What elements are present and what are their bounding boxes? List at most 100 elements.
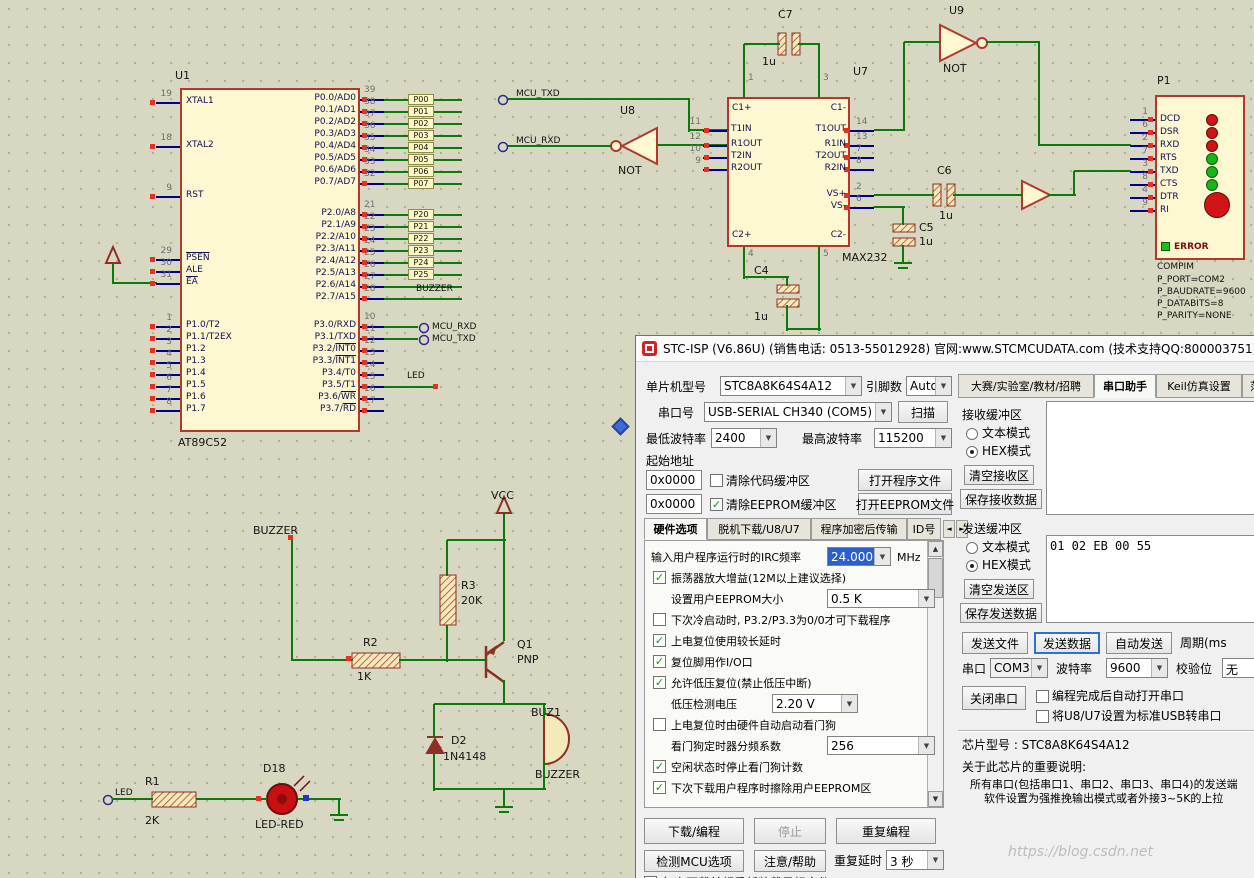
wire[interactable] [384,298,462,300]
code-address-input[interactable]: 0x0000 [646,470,702,490]
option-combo[interactable]: 2.20 V▼ [772,694,858,713]
wire[interactable] [446,625,448,662]
open-program-file-button[interactable]: 打开程序文件 [858,469,952,491]
chevron-down-icon[interactable]: ▼ [760,429,776,447]
option-combo[interactable]: 0.5 K▼ [827,589,935,608]
auto-open-port-checkbox[interactable] [1036,690,1049,703]
net-label[interactable]: MCU_RXD [432,322,477,332]
net-label[interactable]: P07 [408,178,434,189]
option-checkbox[interactable]: ✓ [653,760,666,773]
parity-combo[interactable]: 无▼ [1222,658,1254,678]
auto-send-button[interactable]: 自动发送 [1106,632,1172,654]
help-button[interactable]: 注意/帮助 [754,850,826,872]
capacitor-c7-icon[interactable] [777,32,801,56]
wire[interactable] [447,539,506,541]
wire[interactable] [434,788,546,790]
terminal-circle-icon[interactable] [102,94,509,806]
wire[interactable] [786,277,788,286]
wire[interactable] [503,680,505,705]
pin-count-combo[interactable]: Auto▼ [906,376,952,396]
net-label[interactable]: P24 [408,257,434,268]
wire[interactable] [384,286,462,288]
net-label[interactable]: P20 [408,209,434,220]
download-program-button[interactable]: 下载/编程 [644,818,744,844]
wire[interactable] [298,798,341,800]
min-baud-combo[interactable]: 2400▼ [711,428,777,448]
chevron-down-icon[interactable]: ▼ [1031,659,1047,677]
wire[interactable] [196,798,267,800]
open-eeprom-file-button[interactable]: 打开EEPROM文件 [856,493,954,515]
repeat-delay-combo[interactable]: 3 秒▼ [886,850,944,870]
wire[interactable] [818,44,820,98]
option-checkbox[interactable]: ✓ [653,781,666,794]
wire[interactable] [384,386,436,388]
wire[interactable] [434,703,546,705]
chevron-down-icon[interactable]: ▼ [1151,659,1167,677]
wire[interactable] [903,42,905,131]
net-label[interactable]: P06 [408,166,434,177]
chevron-down-icon[interactable]: ▼ [841,695,857,712]
net-label[interactable]: P00 [408,94,434,105]
scroll-thumb[interactable] [928,558,943,598]
net-label[interactable]: P21 [408,221,434,232]
wire[interactable] [543,704,545,717]
wire[interactable] [743,44,745,98]
wire[interactable] [1048,194,1076,196]
wire[interactable] [874,194,934,196]
usb-serial-checkbox[interactable] [1036,710,1049,723]
tab-scroll-left-icon[interactable]: ◄ [943,520,955,538]
wire[interactable] [399,659,487,661]
tab-1[interactable]: 硬件选项 [644,518,707,540]
wire[interactable] [112,798,153,800]
wire[interactable] [902,245,904,264]
save-receive-button[interactable]: 保存接收数据 [960,489,1042,509]
wire[interactable] [543,762,545,790]
p1-compim-connector[interactable] [1155,95,1245,260]
wire[interactable] [508,98,690,100]
resistor-r2-icon[interactable] [351,652,401,669]
option-checkbox[interactable]: ✓ [653,571,666,584]
d2-diode-icon[interactable] [425,736,445,754]
wire[interactable] [904,41,941,43]
wire[interactable] [112,263,114,284]
d18-led-red-icon[interactable] [266,775,311,815]
tab-3[interactable]: 程序加密后传输 [811,518,907,540]
resistor-r3-icon[interactable] [439,574,457,626]
wire[interactable] [291,540,293,661]
tab-2[interactable]: 脱机下载/U8/U7 [707,518,811,540]
option-combo[interactable]: 24.000▼ [827,547,891,566]
wire[interactable] [433,753,435,791]
wire[interactable] [384,338,418,340]
send-file-button[interactable]: 发送文件 [962,632,1028,654]
tab-4[interactable]: ID号 [907,518,941,540]
wire[interactable] [508,145,612,147]
tab-2[interactable]: 串口助手 [1094,374,1156,398]
check-mcu-options-button[interactable]: 检测MCU选项 [644,850,744,872]
wire[interactable] [1074,170,1131,172]
u7-max232-chip[interactable] [727,97,850,247]
net-label[interactable]: P04 [408,142,434,153]
clear-receive-button[interactable]: 清空接收区 [964,465,1034,485]
wire[interactable] [818,247,820,331]
recv-hex-mode-radio[interactable] [966,446,978,458]
net-label[interactable]: P23 [408,245,434,256]
chevron-down-icon[interactable]: ▼ [875,403,891,421]
wire[interactable] [1039,144,1131,146]
options-scrollbar[interactable]: ▲ ▼ [927,541,943,807]
net-label[interactable]: BUZZER [416,284,453,294]
send-data-button[interactable]: 发送数据 [1034,632,1100,654]
clear-send-button[interactable]: 清空发送区 [964,579,1034,599]
chevron-down-icon[interactable]: ▼ [935,429,951,447]
option-combo[interactable]: 256▼ [827,736,935,755]
capacitor-c6-icon[interactable] [932,183,956,207]
led-terminal-label[interactable]: LED [115,788,133,798]
mcu-rxd-terminal-label[interactable]: MCU_RXD [516,136,561,146]
wire[interactable] [787,328,821,330]
u1-at89c52-chip[interactable] [180,88,360,432]
wire[interactable] [1073,171,1075,196]
ea-power-arrow-icon[interactable] [104,244,122,264]
wire[interactable] [744,276,789,278]
wire[interactable] [743,247,745,279]
vcc-terminal-label[interactable]: VCC [491,489,514,502]
net-label[interactable]: P03 [408,130,434,141]
